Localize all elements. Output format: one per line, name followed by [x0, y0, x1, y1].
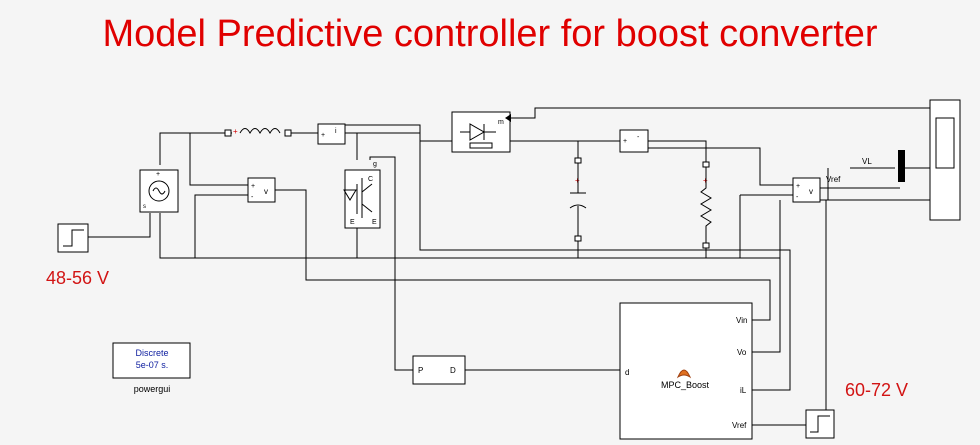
voltage-measurement-input[interactable]: + - v [247, 177, 276, 203]
igbt-switch[interactable]: C g E E [343, 161, 381, 229]
voltage-measurement-output[interactable]: + - [619, 129, 649, 153]
scope[interactable] [929, 99, 961, 221]
svg-text:d: d [625, 368, 629, 377]
svg-text:Discrete: Discrete [135, 348, 168, 358]
diode[interactable]: m [451, 111, 511, 153]
svg-text:E: E [350, 219, 355, 226]
inductor[interactable]: + [224, 127, 292, 137]
scope-mux[interactable]: VL Vref [826, 150, 905, 184]
svg-text:-: - [796, 194, 799, 201]
output-range-label: 60-72 V [845, 380, 909, 400]
svg-text:v: v [809, 187, 813, 196]
input-range-label: 48-56 V [46, 268, 110, 288]
svg-text:+: + [251, 183, 255, 190]
svg-text:VL: VL [862, 157, 872, 166]
svg-text:P: P [418, 366, 423, 375]
pd-block[interactable]: P D [412, 355, 466, 385]
svg-text:5e-07 s.: 5e-07 s. [136, 360, 169, 370]
signal-wires [88, 107, 940, 426]
voltage-measurement-vo[interactable]: + - v [792, 177, 821, 203]
svg-text:Vin: Vin [736, 316, 747, 325]
svg-text:iL: iL [740, 386, 747, 395]
svg-text:C: C [368, 176, 373, 183]
step-block-input[interactable] [57, 223, 89, 253]
current-measurement[interactable]: + i [317, 123, 346, 145]
svg-text:+: + [796, 183, 800, 190]
svg-text:g: g [373, 161, 377, 168]
svg-text:Vref: Vref [732, 421, 747, 430]
svg-text:+: + [321, 132, 325, 139]
svg-text:MPC_Boost: MPC_Boost [661, 380, 710, 390]
svg-text:Vref: Vref [826, 175, 841, 184]
powergui-block[interactable]: Discrete 5e-07 s. powergui [112, 342, 191, 394]
controlled-voltage-source[interactable]: + s [139, 169, 179, 213]
load-resistor[interactable]: + [700, 161, 712, 249]
svg-text:-: - [637, 134, 640, 141]
step-block-reference[interactable] [805, 409, 835, 439]
svg-text:v: v [264, 187, 268, 196]
page-title: Model Predictive controller for boost co… [102, 13, 878, 55]
capacitor[interactable]: + [569, 157, 587, 242]
matlab-logo-icon [676, 369, 692, 379]
svg-text:m: m [498, 119, 504, 126]
svg-text:D: D [450, 366, 456, 375]
svg-text:-: - [251, 194, 254, 201]
svg-text:+: + [623, 138, 627, 145]
svg-text:s: s [143, 204, 146, 210]
svg-text:powergui: powergui [134, 384, 171, 394]
svg-text:E: E [372, 219, 377, 226]
mpc-boost-block[interactable]: Vin Vo iL Vref d MPC_Boost [619, 302, 753, 440]
svg-text:i: i [335, 128, 337, 135]
svg-text:+: + [233, 127, 238, 136]
svg-text:Vo: Vo [737, 348, 747, 357]
svg-text:+: + [156, 171, 160, 178]
